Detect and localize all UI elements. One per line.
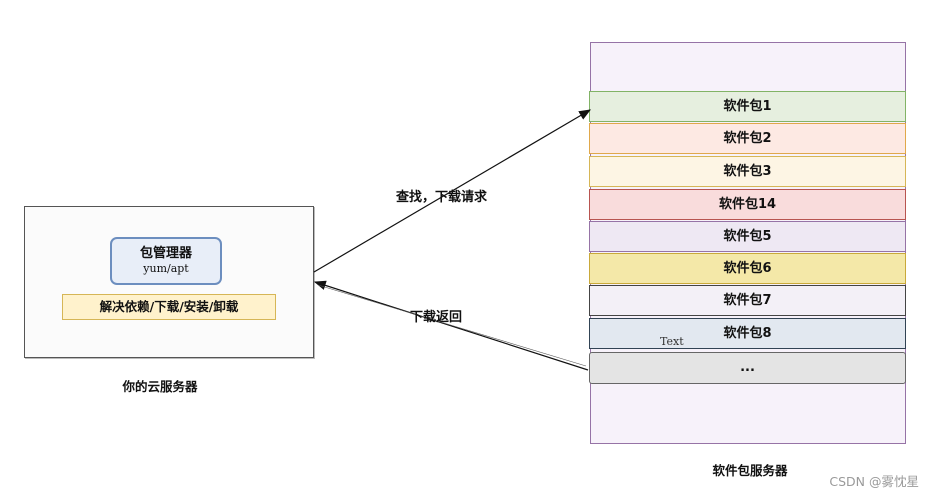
package-item: 软件包7 bbox=[589, 285, 906, 316]
watermark: CSDN @雾忱星 bbox=[829, 474, 919, 489]
package-manager-subtitle: yum/apt bbox=[143, 262, 189, 275]
return-arrow bbox=[313, 280, 589, 371]
package-item: 软件包1 bbox=[589, 91, 906, 122]
cloud-server-label: 你的云服务器 bbox=[122, 379, 198, 394]
package-item: 软件包8 bbox=[589, 318, 906, 349]
package-item: 软件包5 bbox=[589, 221, 906, 252]
package-item: 软件包3 bbox=[589, 156, 906, 187]
package-manager-title: 包管理器 bbox=[139, 246, 192, 261]
request-edge-label: 查找，下载请求 bbox=[396, 190, 488, 205]
package-server-label: 软件包服务器 bbox=[712, 463, 788, 478]
return-arrow-sketch bbox=[317, 284, 587, 367]
package-item: 软件包6 bbox=[589, 253, 906, 284]
package-item: 软件包2 bbox=[589, 123, 906, 154]
package-manager-functions: 解决依赖/下载/安装/卸载 bbox=[62, 294, 276, 320]
package-manager-box: 包管理器 yum/apt bbox=[110, 237, 222, 285]
request-arrow bbox=[313, 109, 592, 273]
text-tag: Text bbox=[660, 335, 684, 348]
package-item: 软件包14 bbox=[589, 189, 906, 220]
package-item-more: ... bbox=[589, 352, 906, 384]
return-edge-label: 下载返回 bbox=[410, 310, 463, 325]
